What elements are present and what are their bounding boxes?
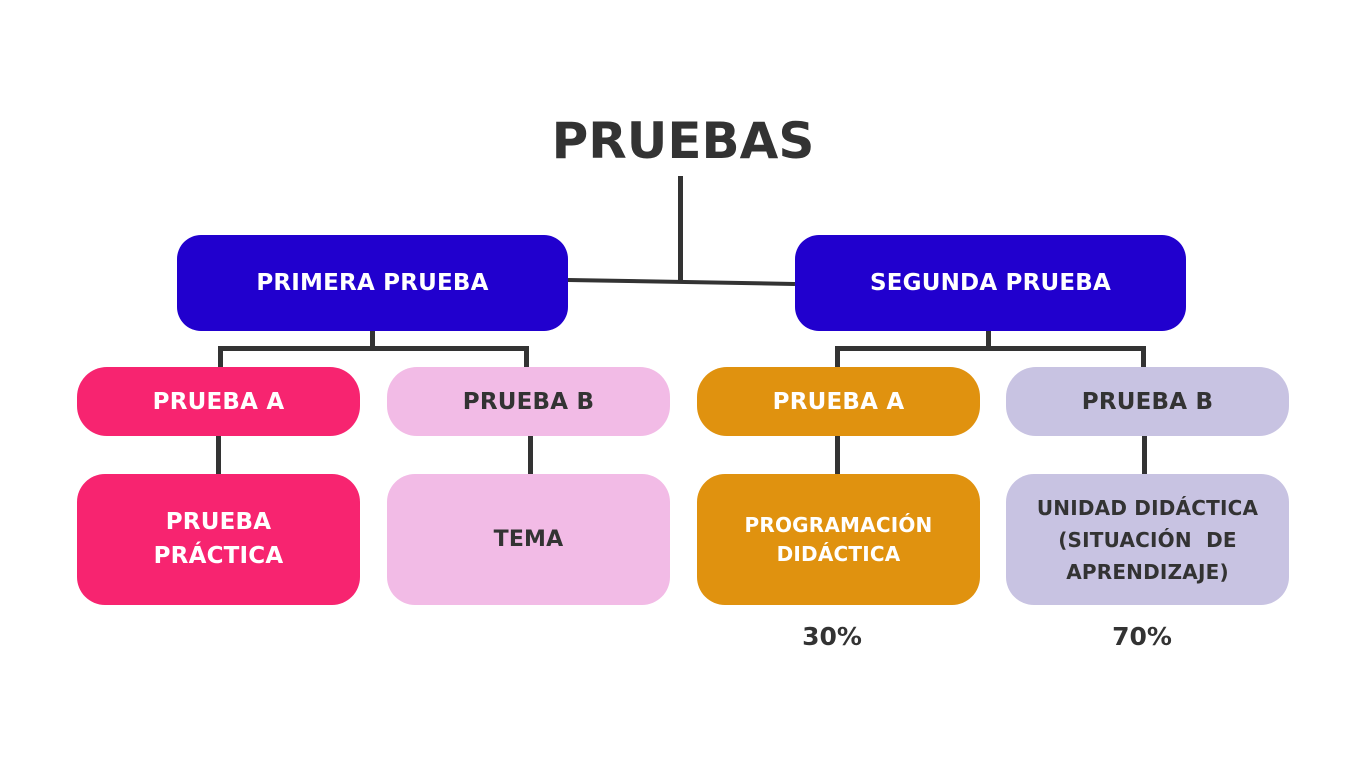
detail-line: (SITUACIÓN DE (1058, 527, 1237, 552)
detail-line: DIDÁCTICA (776, 541, 901, 566)
connector (986, 330, 991, 350)
segunda-prueba-a-node: PRUEBA A (697, 367, 980, 436)
programacion-didactica-node: PROGRAMACIÓN DIDÁCTICA (697, 474, 980, 605)
connector (567, 278, 796, 286)
connector (528, 436, 533, 474)
primera-prueba-a-node: PRUEBA A (77, 367, 360, 436)
unidad-didactica-node: UNIDAD DIDÁCTICA (SITUACIÓN DE APRENDIZAJE… (1006, 474, 1289, 605)
detail-line: PRÁCTICA (153, 542, 284, 569)
diagram-title: PRUEBAS (551, 112, 815, 170)
detail-line: PROGRAMACIÓN (744, 512, 933, 537)
connector (835, 346, 840, 368)
weight-70: 70% (1112, 622, 1172, 651)
connector (524, 346, 529, 368)
primera-prueba-node: PRIMERA PRUEBA (177, 235, 568, 331)
connector (370, 330, 375, 350)
connector (218, 346, 529, 351)
connector (678, 176, 683, 280)
detail-line: UNIDAD DIDÁCTICA (1036, 495, 1259, 520)
connector (218, 346, 223, 368)
segunda-prueba-node: SEGUNDA PRUEBA (795, 235, 1186, 331)
detail-line: APRENDIZAJE) (1066, 559, 1229, 584)
connector (1141, 346, 1146, 368)
tema-node: TEMA (387, 474, 670, 605)
segunda-prueba-b-node: PRUEBA B (1006, 367, 1289, 436)
connector (835, 346, 1146, 351)
primera-prueba-b-node: PRUEBA B (387, 367, 670, 436)
connector (1142, 436, 1147, 474)
prueba-practica-node: PRUEBA PRÁCTICA (77, 474, 360, 605)
weight-30: 30% (802, 622, 862, 651)
detail-line: TEMA (493, 526, 564, 552)
detail-line: PRUEBA (165, 509, 272, 536)
connector (835, 436, 840, 474)
connector (216, 436, 221, 474)
